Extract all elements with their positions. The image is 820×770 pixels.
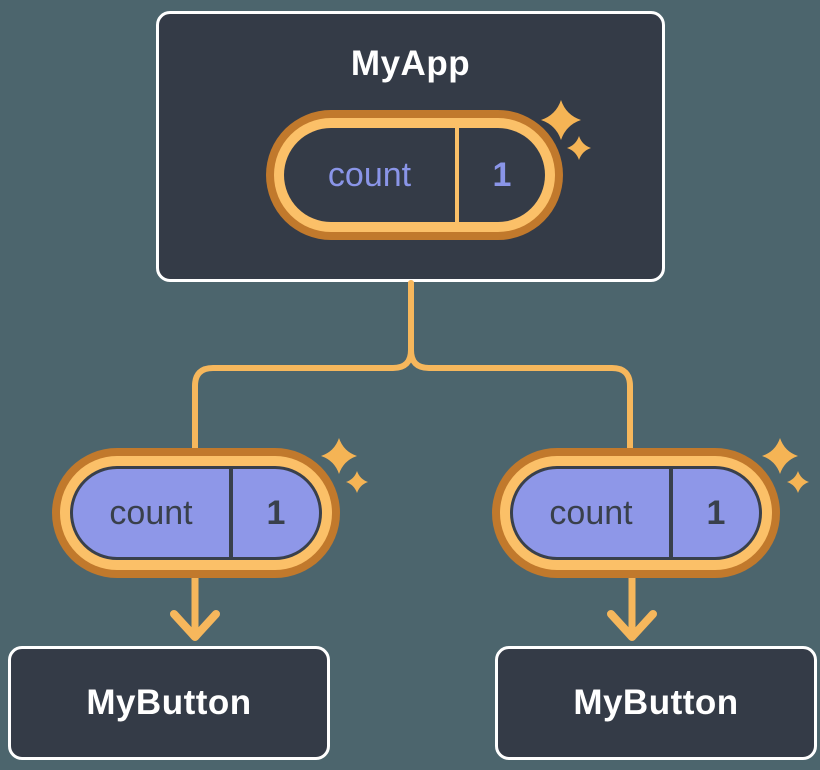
pill-ring: count 1 — [60, 456, 332, 570]
sparkle-icon — [321, 438, 357, 474]
pill-ring: count 1 — [274, 118, 555, 232]
pill-divider — [455, 128, 459, 222]
component-node-mybutton-left: MyButton — [8, 646, 330, 760]
sparkle-icon — [787, 471, 809, 493]
state-label: count — [109, 493, 193, 532]
state-value: 1 — [266, 493, 286, 532]
state-value: 1 — [706, 493, 726, 532]
pill-ring: count 1 — [500, 456, 772, 570]
sparkle-icon — [346, 471, 368, 493]
component-title-mybutton: MyButton — [573, 683, 739, 722]
pill-divider — [229, 469, 233, 557]
pill-body: count 1 — [70, 466, 322, 560]
pill-body: count 1 — [510, 466, 762, 560]
component-node-mybutton-right: MyButton — [495, 646, 817, 760]
state-pill-child-left: count 1 — [52, 448, 340, 578]
state-label: count — [327, 155, 412, 194]
connector-branch-left — [192, 280, 414, 455]
arrow-down-left-head — [170, 610, 220, 641]
component-title-mybutton: MyButton — [86, 683, 252, 722]
state-pill-root: count 1 — [266, 110, 563, 240]
sparkle-icon — [762, 438, 798, 474]
state-label: count — [549, 493, 633, 532]
sparkle-icon — [541, 100, 581, 140]
component-title-myapp: MyApp — [350, 44, 471, 83]
pill-body: count 1 — [284, 128, 545, 222]
arrow-down-right-head — [607, 610, 657, 641]
connector-branch-right — [408, 280, 633, 455]
sparkle-icon — [567, 136, 591, 160]
pill-divider — [669, 469, 673, 557]
state-pill-child-right: count 1 — [492, 448, 780, 578]
state-value: 1 — [492, 155, 512, 194]
